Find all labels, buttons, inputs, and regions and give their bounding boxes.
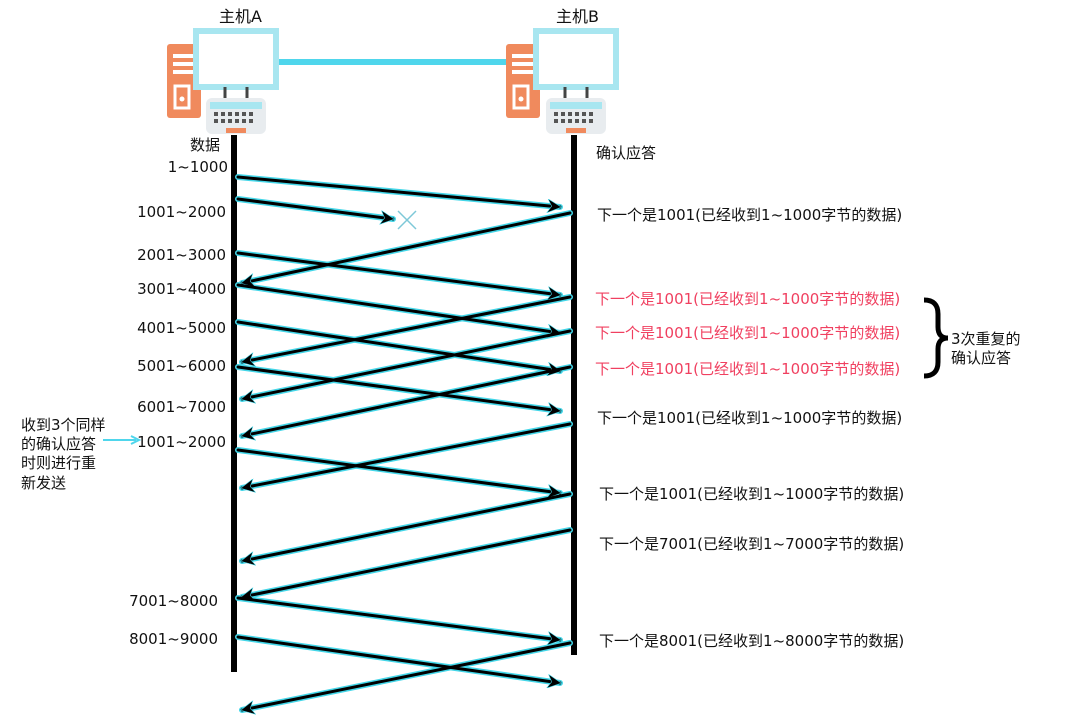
segment-label: 1001~2000 (137, 203, 226, 221)
ack-label: 下一个是1001(已经收到1~1000字节的数据) (599, 485, 904, 503)
ack-column-label: 确认应答 (596, 144, 656, 162)
ack-label: 下一个是7001(已经收到1~7000字节的数据) (599, 535, 904, 553)
ack-label-duplicate: 下一个是1001(已经收到1~1000字节的数据) (595, 360, 900, 378)
monitor-icon (533, 28, 619, 98)
ack-arrow (242, 528, 572, 597)
data-arrow (236, 251, 560, 295)
duplicate-ack-note-line1: 3次重复的 (951, 330, 1021, 348)
ack-label: 下一个是8001(已经收到1~8000字节的数据) (599, 632, 904, 650)
ack-arrow (242, 365, 572, 436)
segment-label: 7001~8000 (129, 592, 218, 610)
host-b-label: 主机B (556, 7, 599, 26)
segment-label: 4001~5000 (137, 319, 226, 337)
ack-arrow (242, 329, 572, 399)
ack-arrow (242, 641, 572, 710)
server-icon (506, 44, 540, 118)
ack-label: 下一个是1001(已经收到1~1000字节的数据) (597, 409, 902, 427)
ack-arrow (242, 422, 572, 488)
lost-data-arrow (236, 197, 393, 219)
arrows (235, 174, 573, 710)
data-column-label: 数据 (190, 136, 220, 154)
segment-label: 2001~3000 (137, 246, 226, 264)
lost-packet-mark-icon (397, 210, 417, 230)
retransmit-note-line: 收到3个同样 (21, 416, 106, 434)
ack-label: 下一个是1001(已经收到1~1000字节的数据) (597, 206, 902, 224)
host-a: 主机A (167, 7, 279, 134)
segment-label: 1001~2000 (137, 433, 226, 451)
retransmit-note: 收到3个同样 的确认应答 时则进行重 新发送 (21, 416, 106, 492)
keyboard-icon (546, 98, 606, 134)
segment-label: 8001~9000 (129, 630, 218, 648)
host-b: 主机B (506, 7, 619, 134)
data-arrow (236, 320, 560, 371)
monitor-icon (193, 28, 279, 98)
ack-arrow (242, 492, 572, 561)
keyboard-icon (206, 98, 266, 134)
segment-labels: 1~1000 1001~2000 2001~3000 3001~4000 400… (129, 158, 228, 648)
segment-label: 3001~4000 (137, 280, 226, 298)
ack-labels: 下一个是1001(已经收到1~1000字节的数据) 下一个是1001(已经收到1… (595, 206, 904, 650)
ack-arrow (242, 211, 572, 283)
server-icon (167, 44, 201, 118)
ack-arrow (242, 295, 572, 362)
data-arrow (236, 175, 560, 207)
host-a-label: 主机A (219, 7, 262, 26)
duplicate-ack-note-line2: 确认应答 (951, 349, 1011, 367)
data-arrow (236, 365, 560, 411)
segment-label: 5001~6000 (137, 357, 226, 375)
data-arrow (236, 596, 560, 640)
segment-label: 1~1000 (168, 158, 228, 176)
brace-icon (923, 297, 949, 379)
data-arrow (236, 283, 560, 333)
data-arrow (236, 635, 560, 683)
retransmit-note-line: 时则进行重 (21, 454, 96, 472)
retransmit-data-arrow (236, 448, 560, 493)
segment-label: 6001~7000 (137, 398, 226, 416)
ack-label-duplicate: 下一个是1001(已经收到1~1000字节的数据) (595, 290, 900, 308)
retransmit-note-line: 新发送 (21, 474, 66, 492)
retransmit-note-line: 的确认应答 (21, 435, 96, 453)
ack-label-duplicate: 下一个是1001(已经收到1~1000字节的数据) (595, 324, 900, 342)
